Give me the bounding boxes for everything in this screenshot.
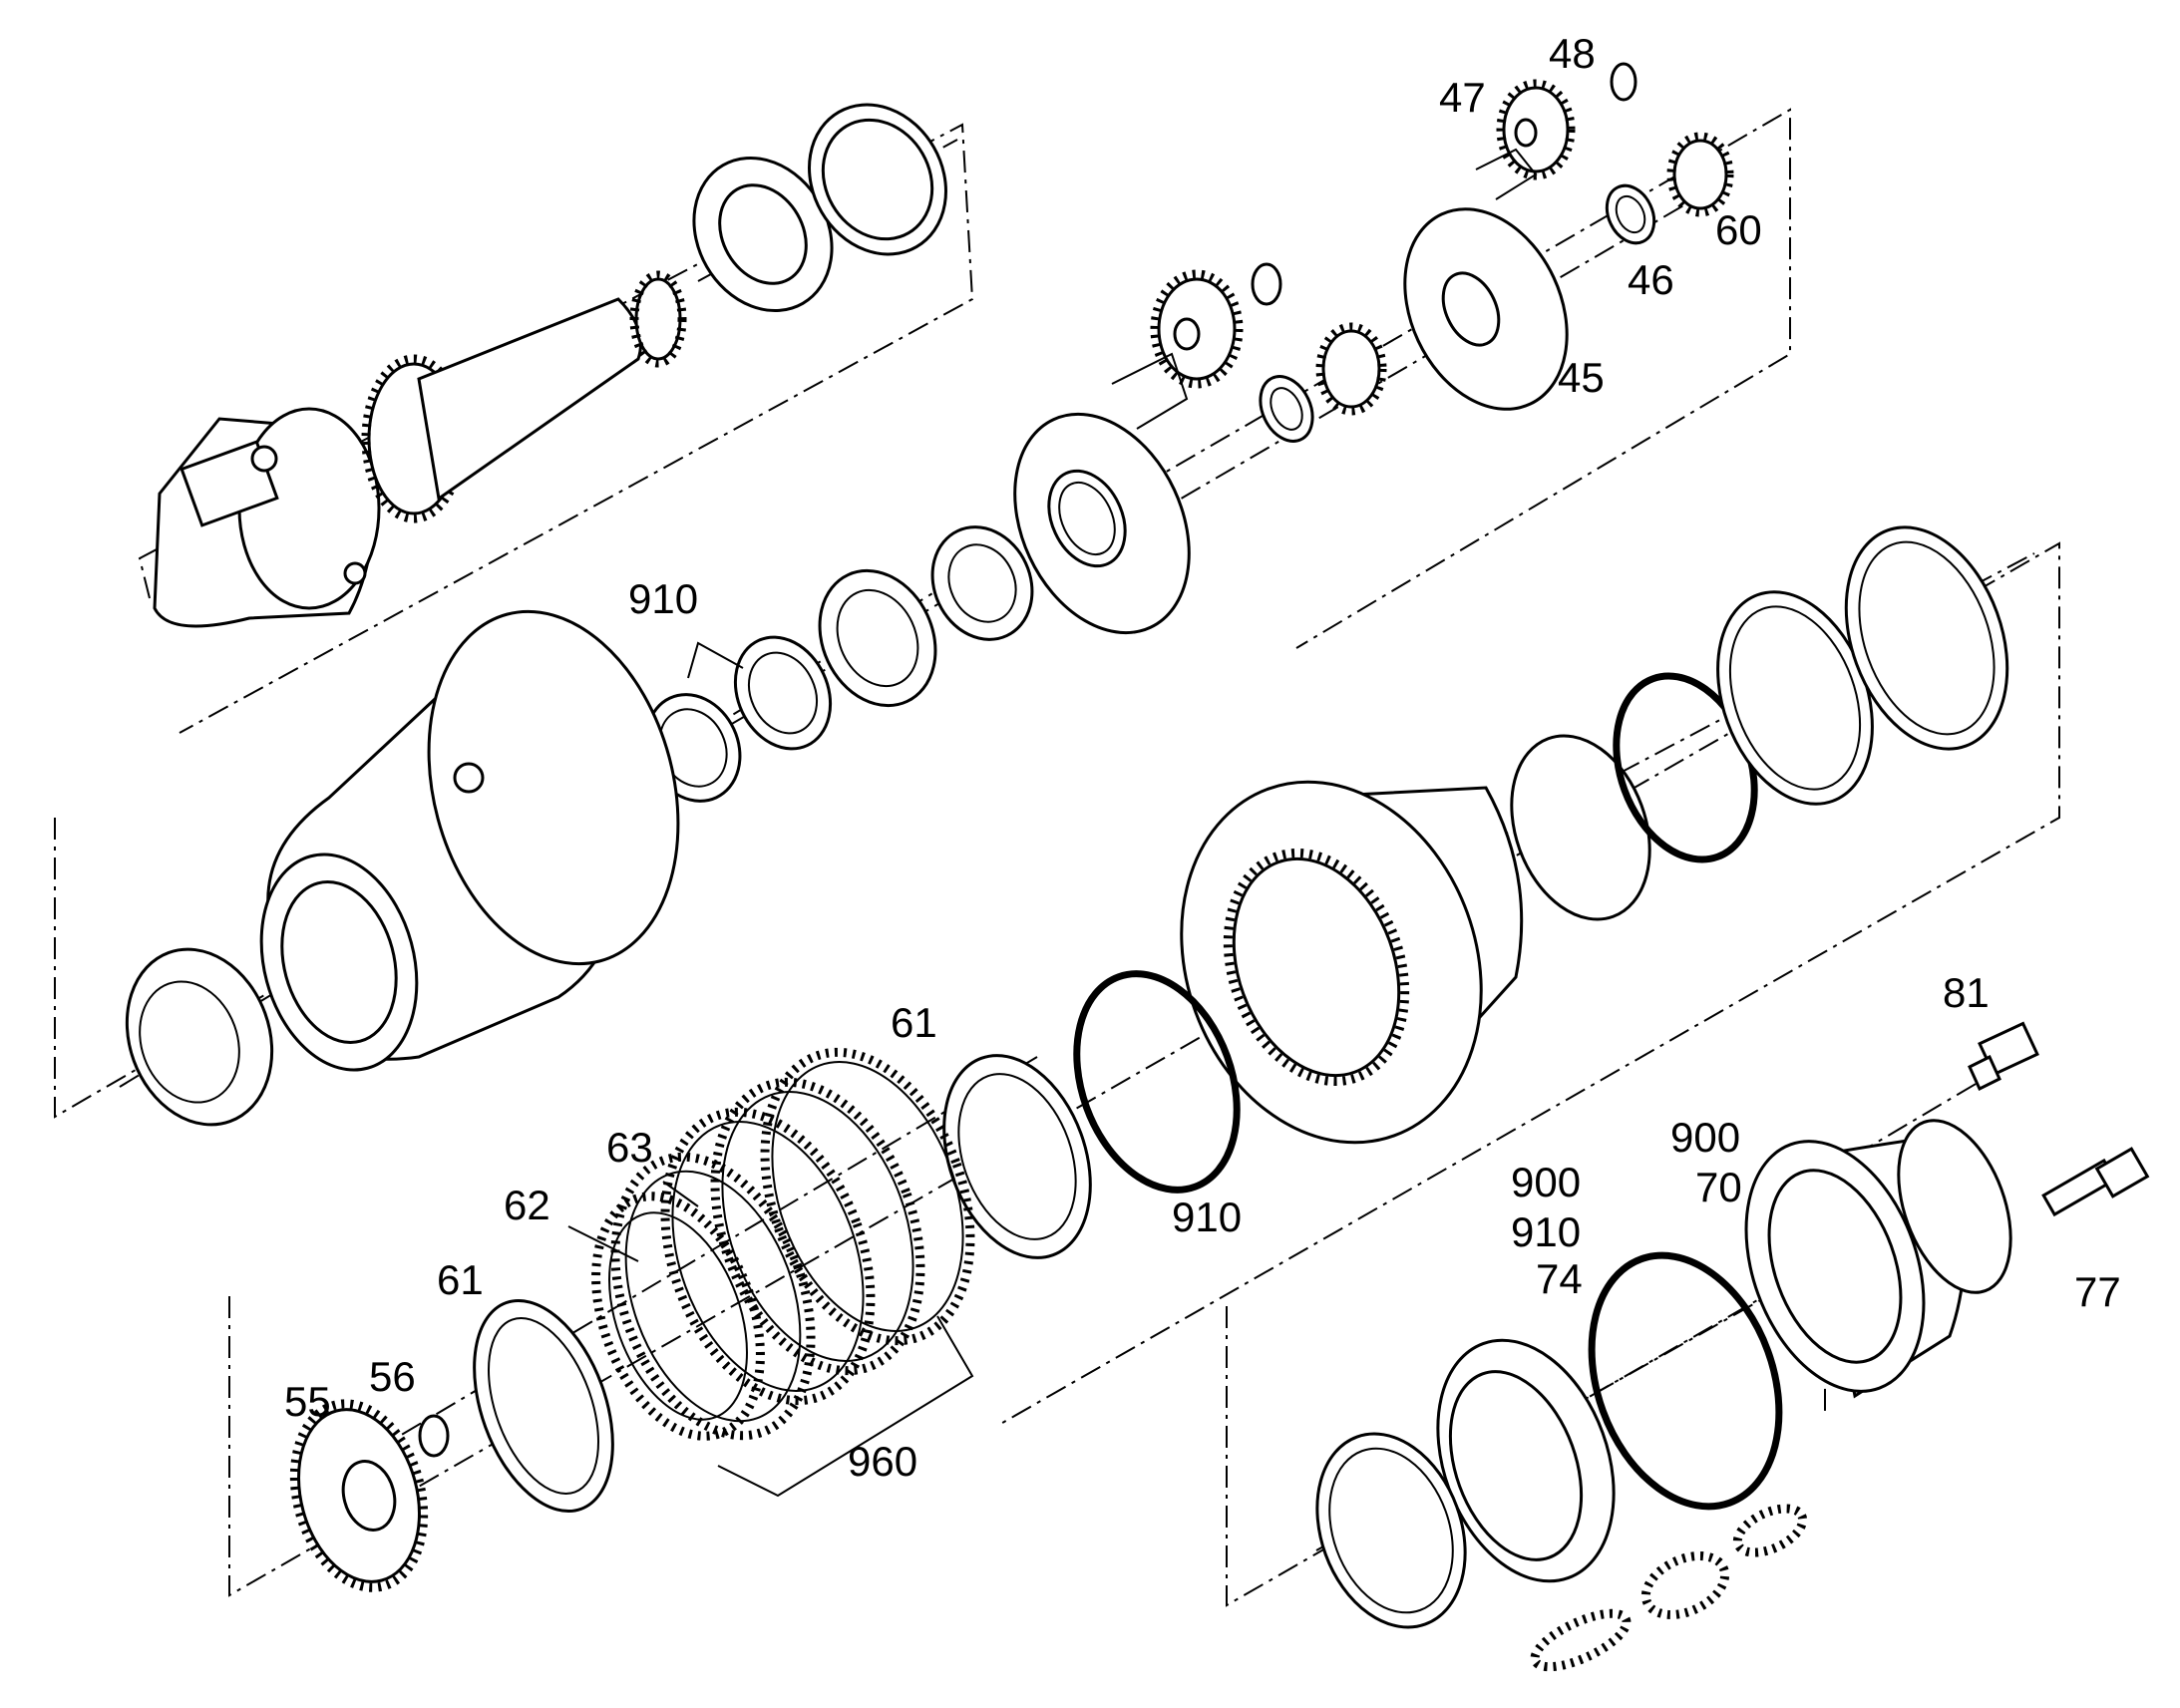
part-label-48: 48	[1549, 30, 1596, 77]
snap-ring-900-70	[1897, 1119, 2012, 1294]
part-label-61-left: 61	[437, 1256, 484, 1303]
snap-ring-1	[1251, 262, 1282, 306]
part-label-56: 56	[369, 1353, 416, 1400]
bracket-960	[717, 1315, 974, 1498]
part-label-63: 63	[606, 1124, 653, 1171]
leader-lines	[567, 641, 744, 1262]
yoke-flange	[153, 407, 381, 628]
hub-housing	[259, 609, 680, 1072]
part-label-960: 960	[848, 1438, 918, 1485]
sun-gear-60	[1666, 132, 1734, 217]
thrust-washer-mid	[1259, 375, 1314, 443]
plug-81	[1968, 1021, 2039, 1092]
part-label-55: 55	[284, 1378, 331, 1425]
part-label-910-low: 910	[1511, 1208, 1582, 1255]
o-ring-74	[1588, 1251, 1783, 1511]
snap-ring-48	[1610, 62, 1637, 102]
part-label-47: 47	[1439, 74, 1486, 121]
thrust-washer-46	[1605, 183, 1656, 245]
sun-gear-mid	[1315, 322, 1387, 416]
leader-47-bracket	[1475, 148, 1538, 200]
planet-gear-47	[1496, 79, 1576, 180]
part-label-900-a: 900	[1670, 1114, 1741, 1161]
part-label-77: 77	[2074, 1268, 2121, 1315]
part-label-60: 60	[1715, 206, 1762, 253]
planet-gear-1	[1150, 269, 1244, 389]
part-label-62: 62	[504, 1182, 550, 1228]
part-label-45: 45	[1558, 354, 1605, 401]
bearing-cup-mid	[930, 525, 1034, 641]
planet-carrier-2	[1403, 207, 1569, 411]
part-label-81: 81	[1943, 969, 1990, 1016]
part-label-70: 70	[1695, 1164, 1742, 1210]
ring-gear-carrier	[1180, 780, 1524, 1145]
bearing-large-left	[125, 947, 274, 1127]
planet-carrier-1	[1013, 412, 1191, 635]
piston-housing-70	[1744, 1135, 1966, 1399]
part-label-61-right: 61	[891, 999, 937, 1046]
leader-carrier-bracket	[1111, 352, 1189, 430]
part-label-46: 46	[1628, 256, 1674, 303]
bolt-77	[2041, 1147, 2150, 1217]
shim-ring-right-b	[1844, 525, 2009, 751]
ring-910-b	[733, 635, 833, 751]
snap-ring-right	[1510, 734, 1651, 921]
brake-disc-stack	[610, 1047, 975, 1441]
bearing-cup-top	[692, 156, 834, 313]
part-label-910-mid: 910	[1172, 1194, 1243, 1240]
part-label-900-b: 900	[1511, 1159, 1582, 1205]
springs	[1530, 1504, 1808, 1672]
seal-ring-61-right	[942, 1054, 1092, 1259]
backup-ring	[1315, 1432, 1467, 1629]
part-label-910-top: 910	[628, 575, 699, 622]
shim-disc-top	[808, 103, 947, 256]
bearing-mid	[818, 568, 937, 708]
part-label-74: 74	[1536, 1255, 1583, 1302]
inner-disc-62	[591, 1192, 765, 1441]
seal-ring-61-left	[473, 1298, 614, 1514]
snap-ring-56	[418, 1414, 450, 1458]
gear-55	[289, 1399, 429, 1592]
o-ring-910-b	[1073, 970, 1241, 1194]
input-shaft	[361, 270, 687, 523]
piston-ring	[1436, 1338, 1616, 1583]
